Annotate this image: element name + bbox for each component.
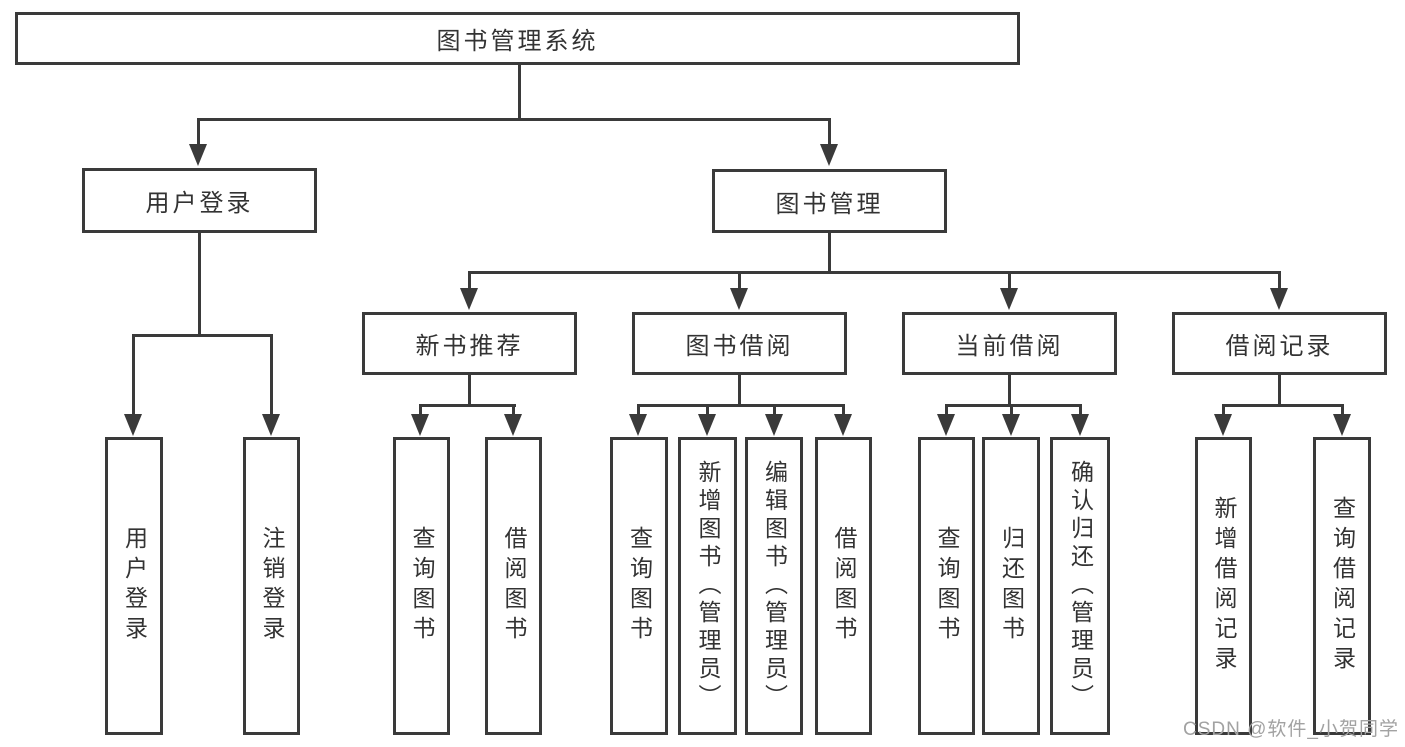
connector-arrow-tail [1079,404,1082,418]
leaf-confirm-return-admin: 确认归还（管理员） [1050,437,1110,735]
leaf-logout: 注销登录 [243,437,300,735]
leaf-search-books-current: 查询图书 [918,437,975,735]
node-current-borrowing: 当前借阅 [902,312,1117,375]
connector-arrow-tail [773,404,776,418]
arrow-down-icon [820,144,838,166]
arrow-down-icon [124,414,142,436]
leaf-search-borrow-record: 查询借阅记录 [1313,437,1371,735]
connector-root-stem [518,65,521,119]
connector-records-split [1222,404,1344,407]
leaf-borrow-books-borrowing: 借阅图书 [815,437,872,735]
leaf-edit-books-admin: 编辑图书（管理员） [745,437,803,735]
arrow-down-icon [189,144,207,166]
connector-arrow-tail [842,404,845,418]
connector-current-split [945,404,1082,407]
arrow-down-icon [1270,288,1288,310]
node-book-borrowing: 图书借阅 [632,312,847,375]
arrow-down-icon [730,288,748,310]
connector-recommend-stem [468,375,471,407]
leaf-borrow-books-recommend: 借阅图书 [485,437,542,735]
leaf-search-books-recommend: 查询图书 [393,437,450,735]
connector-arrow-tail [512,404,515,418]
csdn-watermark: CSDN @软件_小贺同学 [1183,719,1399,740]
arrow-down-icon [504,414,522,436]
arrow-down-icon [834,414,852,436]
connector-recommend-split [419,404,516,407]
connector-arrow-tail [1010,404,1013,418]
leaf-user-login: 用户登录 [105,437,163,735]
connector-user-login-split [132,334,273,337]
connector-borrowing-split [637,404,845,407]
connector-arrow-tail [197,118,200,147]
arrow-down-icon [1333,414,1351,436]
leaf-add-borrow-record: 新增借阅记录 [1195,437,1252,735]
arrow-down-icon [1002,414,1020,436]
connector-arrow-tail [1222,404,1225,418]
node-new-book-recommend: 新书推荐 [362,312,577,375]
connector-borrowing-stem [738,375,741,407]
connector-arrow-tail [706,404,709,418]
arrow-down-icon [1071,414,1089,436]
connector-current-stem [1008,375,1011,407]
node-borrow-records: 借阅记录 [1172,312,1387,375]
connector-arrow-tail [468,271,471,290]
connector-arrow-tail [738,271,741,290]
connector-book-mgmt-stem [828,233,831,274]
connector-user-login-stem [198,233,201,336]
connector-arrow-tail [419,404,422,418]
leaf-add-books-admin: 新增图书（管理员） [678,437,737,735]
connector-arrow-tail [1008,271,1011,290]
connector-arrow-tail [132,334,135,416]
arrow-down-icon [411,414,429,436]
arrow-down-icon [698,414,716,436]
arrow-down-icon [937,414,955,436]
node-user-login: 用户登录 [82,168,317,233]
connector-arrow-tail [270,334,273,416]
connector-arrow-tail [637,404,640,418]
arrow-down-icon [262,414,280,436]
node-root-library-system: 图书管理系统 [15,12,1020,65]
connector-root-split [197,118,831,121]
connector-arrow-tail [828,118,831,147]
leaf-return-books: 归还图书 [982,437,1040,735]
connector-records-stem [1278,375,1281,407]
arrow-down-icon [460,288,478,310]
leaf-search-books-borrowing: 查询图书 [610,437,668,735]
arrow-down-icon [1214,414,1232,436]
arrow-down-icon [1000,288,1018,310]
arrow-down-icon [765,414,783,436]
connector-arrow-tail [1278,271,1281,290]
arrow-down-icon [629,414,647,436]
connector-arrow-tail [1341,404,1344,418]
connector-arrow-tail [945,404,948,418]
node-book-management: 图书管理 [712,169,947,233]
connector-book-mgmt-split [468,271,1281,274]
